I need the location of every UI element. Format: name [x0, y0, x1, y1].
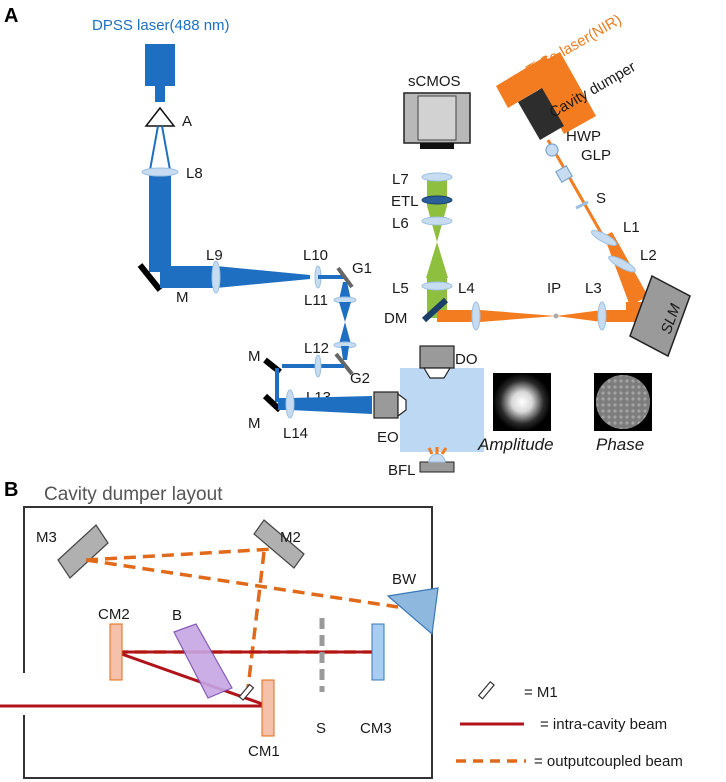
lens-ETL: [421, 195, 453, 205]
lens-L6: [421, 216, 453, 226]
label-M3: M3: [36, 529, 57, 546]
label-M2: M2: [280, 529, 301, 546]
camera-sensor: [420, 143, 454, 149]
label-CM2: CM2: [98, 606, 130, 623]
orange-beam-to-DM: [437, 310, 556, 322]
sample-chamber: [400, 368, 484, 452]
label-ETL: ETL: [391, 193, 419, 210]
lens-L5: [421, 281, 453, 291]
mirror-M1: [238, 683, 255, 701]
label-B: B: [172, 607, 182, 624]
mirror-M-b: [262, 393, 283, 413]
label-L11: L11: [304, 292, 328, 309]
brewster-window-BW: [386, 587, 439, 636]
label-L6: L6: [392, 215, 409, 232]
curved-mirror-CM3: [371, 623, 385, 681]
lens-L8: [141, 167, 179, 177]
label-HWP: HWP: [566, 128, 601, 145]
half-wave-plate-HWP: [545, 143, 559, 157]
legend-out-text: = outputcoupled beam: [534, 753, 683, 770]
lens-L7: [421, 172, 453, 182]
label-L14: L14: [283, 425, 308, 442]
label-L2: L2: [640, 247, 657, 264]
aperture-triangle: [144, 106, 176, 127]
lens-L2: [608, 255, 636, 273]
label-M-b: M: [248, 415, 261, 432]
mirror-M2: [253, 519, 305, 569]
nir-laser-label: Ti:Sa laser(NIR): [524, 11, 625, 79]
mirror-M3: [57, 524, 109, 579]
label-G1: G1: [352, 260, 372, 277]
label-L12: L12: [304, 340, 329, 357]
cavity-layout-title: Cavity dumper layout: [44, 484, 223, 505]
label-BW: BW: [392, 571, 417, 588]
blue-beam-vertical: [149, 172, 171, 272]
label-DM: DM: [384, 310, 407, 327]
label-BFL: BFL: [388, 462, 416, 479]
panel-a-label: A: [4, 5, 18, 27]
legend-m1-text: = M1: [524, 684, 558, 701]
galvo-G1: [336, 266, 354, 289]
cavity-enclosure: [23, 506, 433, 779]
camera-label: sCMOS: [408, 73, 461, 90]
lens-L9: [211, 260, 221, 294]
label-L1: L1: [623, 219, 640, 236]
label-M-a: M: [248, 348, 261, 365]
objective-EO: [373, 391, 399, 419]
label-CM3: CM3: [360, 720, 392, 737]
label-S-b: S: [316, 720, 326, 737]
label-CM1: CM1: [248, 743, 280, 760]
blue-laser-neck: [155, 86, 165, 102]
label-DO: DO: [455, 351, 478, 368]
legend-m1-symbol: [477, 680, 495, 700]
mirror-M-top: [137, 263, 163, 292]
blue-beam-to-EO: [278, 396, 372, 414]
objective-DO: [419, 345, 455, 369]
cavity-dumper-box: [518, 88, 564, 140]
label-L8: L8: [186, 165, 203, 182]
amplitude-image: [493, 373, 551, 431]
image-plane-IP: [553, 313, 559, 319]
label-L4: L4: [458, 280, 475, 297]
bragg-cell-B: [173, 623, 233, 699]
label-GLP: GLP: [581, 147, 611, 164]
label-IP: IP: [547, 280, 561, 297]
SLM: [629, 274, 691, 358]
amplitude-label: Amplitude: [477, 435, 554, 454]
label-A: A: [182, 113, 192, 130]
panel-b-label: B: [4, 479, 18, 501]
outputcoupled-beam: [85, 547, 399, 689]
lens-L14: [285, 389, 295, 419]
label-EO: EO: [377, 429, 399, 446]
label-G2: G2: [350, 370, 370, 387]
curved-mirror-CM2: [109, 623, 123, 681]
lens-L1: [590, 230, 618, 246]
back-focal-lens-camera: [419, 461, 455, 473]
lens-L13: [314, 354, 322, 378]
label-L3: L3: [585, 280, 602, 297]
orange-beam-thin: [546, 139, 606, 239]
blue-beam-converging: [216, 266, 310, 288]
dichroic-mirror-DM: [421, 297, 449, 323]
shutter-S: [575, 200, 589, 210]
label-L10: L10: [303, 247, 328, 264]
curved-mirror-CM1: [261, 679, 275, 737]
green-beam-lower: [426, 242, 448, 278]
label-L5: L5: [392, 280, 409, 297]
legend-intra-text: = intra-cavity beam: [540, 716, 667, 733]
blue-laser-body: [145, 44, 175, 86]
glan-laser-polarizer-GLP: [554, 164, 574, 184]
blue-laser-label: DPSS laser(488 nm): [92, 17, 230, 34]
lens-L3: [597, 301, 607, 331]
label-L7: L7: [392, 171, 409, 188]
lens-L4: [471, 301, 481, 331]
phase-label: Phase: [596, 435, 644, 454]
label-M-top: M: [176, 289, 189, 306]
label-L9: L9: [206, 247, 223, 264]
label-S: S: [596, 190, 606, 207]
